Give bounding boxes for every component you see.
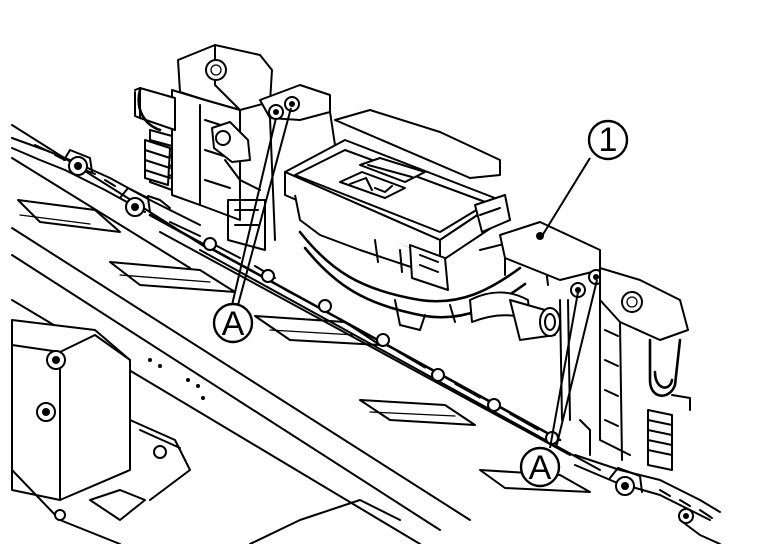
callout-mount-lower-label: A (529, 449, 552, 487)
callout-mount-upper-label: A (222, 305, 245, 343)
floor-pan (11, 124, 591, 544)
callout-mount-upper: A (212, 302, 254, 344)
upper-left-rail (11, 137, 201, 226)
right-pipe (647, 338, 691, 471)
leader-lines (231, 107, 598, 449)
left-tower (134, 44, 273, 221)
lower-right-clip (574, 454, 721, 544)
right-bracket (499, 221, 689, 461)
main-rail (148, 213, 601, 471)
callout-mount-lower: A (519, 446, 561, 488)
top-housing (227, 84, 501, 251)
control-box (284, 139, 511, 291)
lower-left-bracket (11, 319, 191, 544)
callout-part-1: 1 (587, 119, 629, 161)
left-pipe (137, 88, 171, 186)
callout-part-1-label: 1 (599, 121, 618, 159)
